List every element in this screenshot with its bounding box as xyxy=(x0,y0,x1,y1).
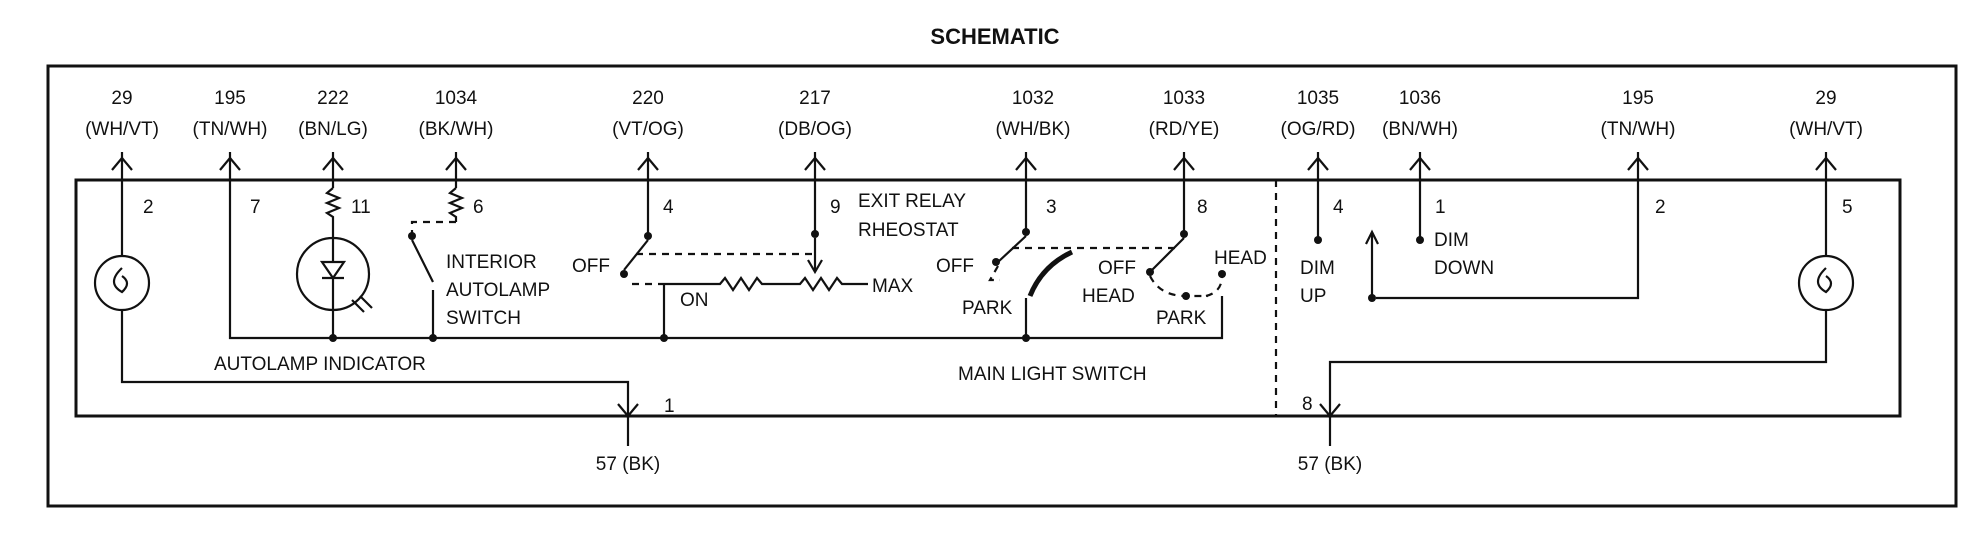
dim-up-label-2: UP xyxy=(1300,286,1326,307)
wire-color: (BK/WH) xyxy=(419,119,494,140)
pin-number: 1 xyxy=(1435,197,1446,218)
wire-color: (WH/BK) xyxy=(996,119,1071,140)
connector-29-left: 29 (WH/VT) xyxy=(85,88,159,140)
pin-number: 7 xyxy=(250,197,261,218)
ground-label: 57 (BK) xyxy=(596,454,660,475)
wire-color: (BN/LG) xyxy=(298,119,368,140)
circuit-number: 29 xyxy=(111,88,132,109)
connector-1035: 1035 (OG/RD) xyxy=(1281,88,1356,140)
pin-number: 4 xyxy=(663,197,674,218)
pin-number: 2 xyxy=(143,197,154,218)
rheostat-label: RHEOSTAT xyxy=(858,220,959,241)
component-box xyxy=(74,178,1902,418)
autolamp-indicator-lamp xyxy=(295,236,373,313)
circuit-number: 220 xyxy=(632,88,664,109)
left-lamp xyxy=(93,254,151,312)
connector-1032: 1032 (WH/BK) xyxy=(996,88,1071,140)
circuit-number: 1035 xyxy=(1297,88,1339,109)
connector-29-right: 29 (WH/VT) xyxy=(1789,88,1863,140)
head-switch-park-label: PARK xyxy=(1156,308,1207,329)
schematic-title: SCHEMATIC xyxy=(930,24,1059,49)
ground-pin-number: 1 xyxy=(664,396,675,417)
head-switch-head-label: HEAD xyxy=(1214,248,1267,269)
wire-color: (WH/VT) xyxy=(85,119,159,140)
connector-220: 220 (VT/OG) xyxy=(612,88,684,140)
main-switch-head-label: HEAD xyxy=(1082,286,1135,307)
pin-number: 8 xyxy=(1197,197,1208,218)
wire-color: (TN/WH) xyxy=(1601,119,1676,140)
connector-1036: 1036 (BN/WH) xyxy=(1382,88,1458,140)
wire-color: (WH/VT) xyxy=(1789,119,1863,140)
outer-frame xyxy=(46,64,1958,508)
main-switch-park-label: PARK xyxy=(962,298,1013,319)
rheostat-on-label: ON xyxy=(680,290,709,311)
rheostat-max-label: MAX xyxy=(872,276,914,297)
main-light-switch-label: MAIN LIGHT SWITCH xyxy=(958,364,1147,385)
head-switch-off-label: OFF xyxy=(1098,258,1136,279)
pin-number: 5 xyxy=(1842,197,1853,218)
connector-217: 217 (DB/OG) xyxy=(778,88,852,140)
ground-label: 57 (BK) xyxy=(1298,454,1362,475)
ground-pin-number: 8 xyxy=(1302,394,1313,415)
rheostat-off-label: OFF xyxy=(572,256,610,277)
autolamp-indicator-label: AUTOLAMP INDICATOR xyxy=(214,354,426,375)
circuit-number: 1033 xyxy=(1163,88,1205,109)
dim-down-label-2: DOWN xyxy=(1434,258,1494,279)
pin-number: 11 xyxy=(351,197,371,218)
pin-number: 4 xyxy=(1333,197,1344,218)
pin-number: 3 xyxy=(1046,197,1057,218)
dim-up-label-1: DIM xyxy=(1300,258,1335,279)
wire-color: (RD/YE) xyxy=(1149,119,1220,140)
connector-1034: 1034 (BK/WH) xyxy=(419,88,494,140)
pin-number: 9 xyxy=(830,197,841,218)
wiring xyxy=(111,152,1837,446)
circuit-number: 217 xyxy=(799,88,831,109)
circuit-number: 195 xyxy=(214,88,246,109)
right-lamp xyxy=(1797,254,1855,312)
interior-label: INTERIOR xyxy=(446,252,537,273)
circuit-number: 1036 xyxy=(1399,88,1441,109)
circuit-number: 1034 xyxy=(435,88,478,109)
pin-number: 6 xyxy=(473,197,484,218)
wire-color: (OG/RD) xyxy=(1281,119,1356,140)
circuit-number: 195 xyxy=(1622,88,1654,109)
dim-down-label-1: DIM xyxy=(1434,230,1469,251)
connector-195-right: 195 (TN/WH) xyxy=(1601,88,1676,140)
main-switch-off-label: OFF xyxy=(936,256,974,277)
autolamp-label: AUTOLAMP xyxy=(446,280,550,301)
circuit-number: 1032 xyxy=(1012,88,1054,109)
connector-1033: 1033 (RD/YE) xyxy=(1149,88,1220,140)
circuit-number: 222 xyxy=(317,88,349,109)
wire-color: (BN/WH) xyxy=(1382,119,1458,140)
switch-label: SWITCH xyxy=(446,308,521,329)
circuit-number: 29 xyxy=(1815,88,1836,109)
connector-222: 222 (BN/LG) xyxy=(298,88,368,140)
exit-relay-label: EXIT RELAY xyxy=(858,191,966,212)
wire-color: (TN/WH) xyxy=(193,119,268,140)
wire-color: (VT/OG) xyxy=(612,119,684,140)
pin-number: 2 xyxy=(1655,197,1666,218)
connector-195-left: 195 (TN/WH) xyxy=(193,88,268,140)
wire-color: (DB/OG) xyxy=(778,119,852,140)
